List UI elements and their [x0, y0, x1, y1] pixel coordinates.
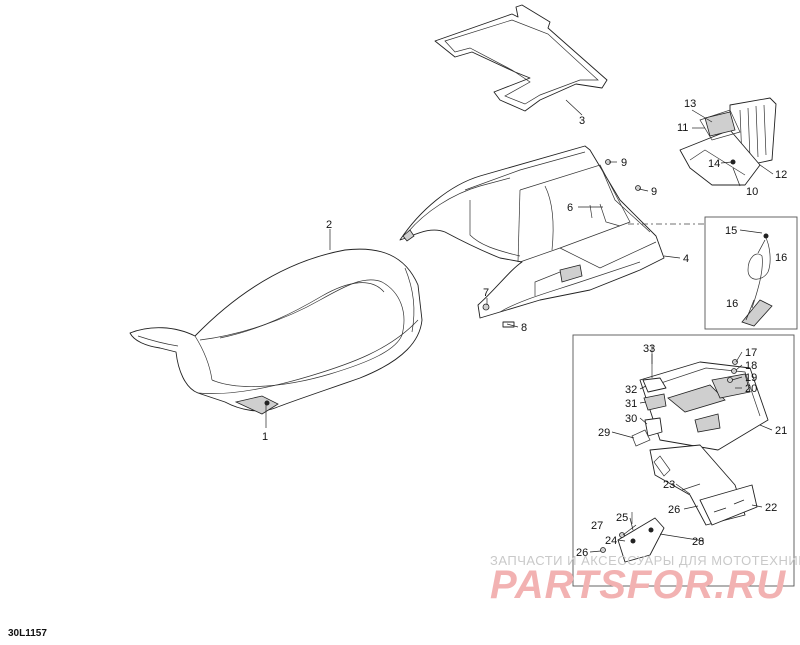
callout-12: 12 [775, 169, 787, 181]
callout-9b: 9 [651, 186, 657, 198]
callout-10: 10 [746, 186, 758, 198]
callout-2: 2 [326, 219, 332, 231]
callout-13: 13 [684, 98, 696, 110]
callout-31: 31 [625, 398, 637, 410]
callout-3: 3 [579, 115, 585, 127]
callout-4: 4 [683, 253, 689, 265]
callout-9a: 9 [621, 157, 627, 169]
seat [129, 248, 423, 415]
watermark-brand: PARTSFOR.RU [490, 563, 786, 607]
callout-32: 32 [625, 384, 637, 396]
callout-17: 17 [745, 347, 757, 359]
callout-18: 18 [745, 360, 757, 372]
callout-16a: 16 [775, 252, 787, 264]
callout-23: 23 [663, 479, 675, 491]
callout-19: 19 [745, 372, 757, 384]
watermark-subtitle: ЗАПЧАСТИ И АКСЕССУАРЫ ДЛЯ МОТОТЕХНИКИ [490, 553, 800, 568]
callout-labels: 1 2 3 4 6 7 8 9 9 10 11 12 13 14 15 16 1… [262, 98, 787, 559]
storage-tray-mat [434, 4, 608, 112]
callout-30: 30 [625, 413, 637, 425]
callout-20: 20 [745, 383, 757, 395]
watermark: ЗАПЧАСТИ И АКСЕССУАРЫ ДЛЯ МОТОТЕХНИКИ PA… [490, 553, 800, 607]
support-bracket [617, 345, 769, 563]
callout-16b: 16 [726, 298, 738, 310]
callout-7: 7 [483, 287, 489, 299]
callout-26b: 26 [668, 504, 680, 516]
callout-11: 11 [677, 122, 688, 134]
electronic-module [679, 97, 777, 186]
callout-33: 33 [643, 343, 655, 355]
detail-box-bracket [572, 334, 795, 587]
callout-14: 14 [708, 158, 720, 170]
release-cable [739, 229, 773, 327]
callout-15: 15 [725, 225, 737, 237]
fasteners [482, 159, 738, 553]
detail-box-cable [704, 216, 798, 330]
callout-21: 21 [775, 425, 787, 437]
callout-22: 22 [765, 502, 777, 514]
callout-29: 29 [598, 427, 610, 439]
callout-25: 25 [616, 512, 628, 524]
callout-26a: 26 [576, 547, 588, 559]
callout-28: 28 [692, 536, 704, 548]
leader-lines [265, 99, 774, 553]
callout-6: 6 [567, 202, 573, 214]
storage-compartment [399, 145, 665, 319]
callout-8: 8 [521, 322, 527, 334]
callout-27: 27 [591, 520, 603, 532]
callout-1: 1 [262, 431, 268, 443]
drawing-code: 30L1157 [8, 628, 47, 639]
callout-24: 24 [605, 535, 617, 547]
